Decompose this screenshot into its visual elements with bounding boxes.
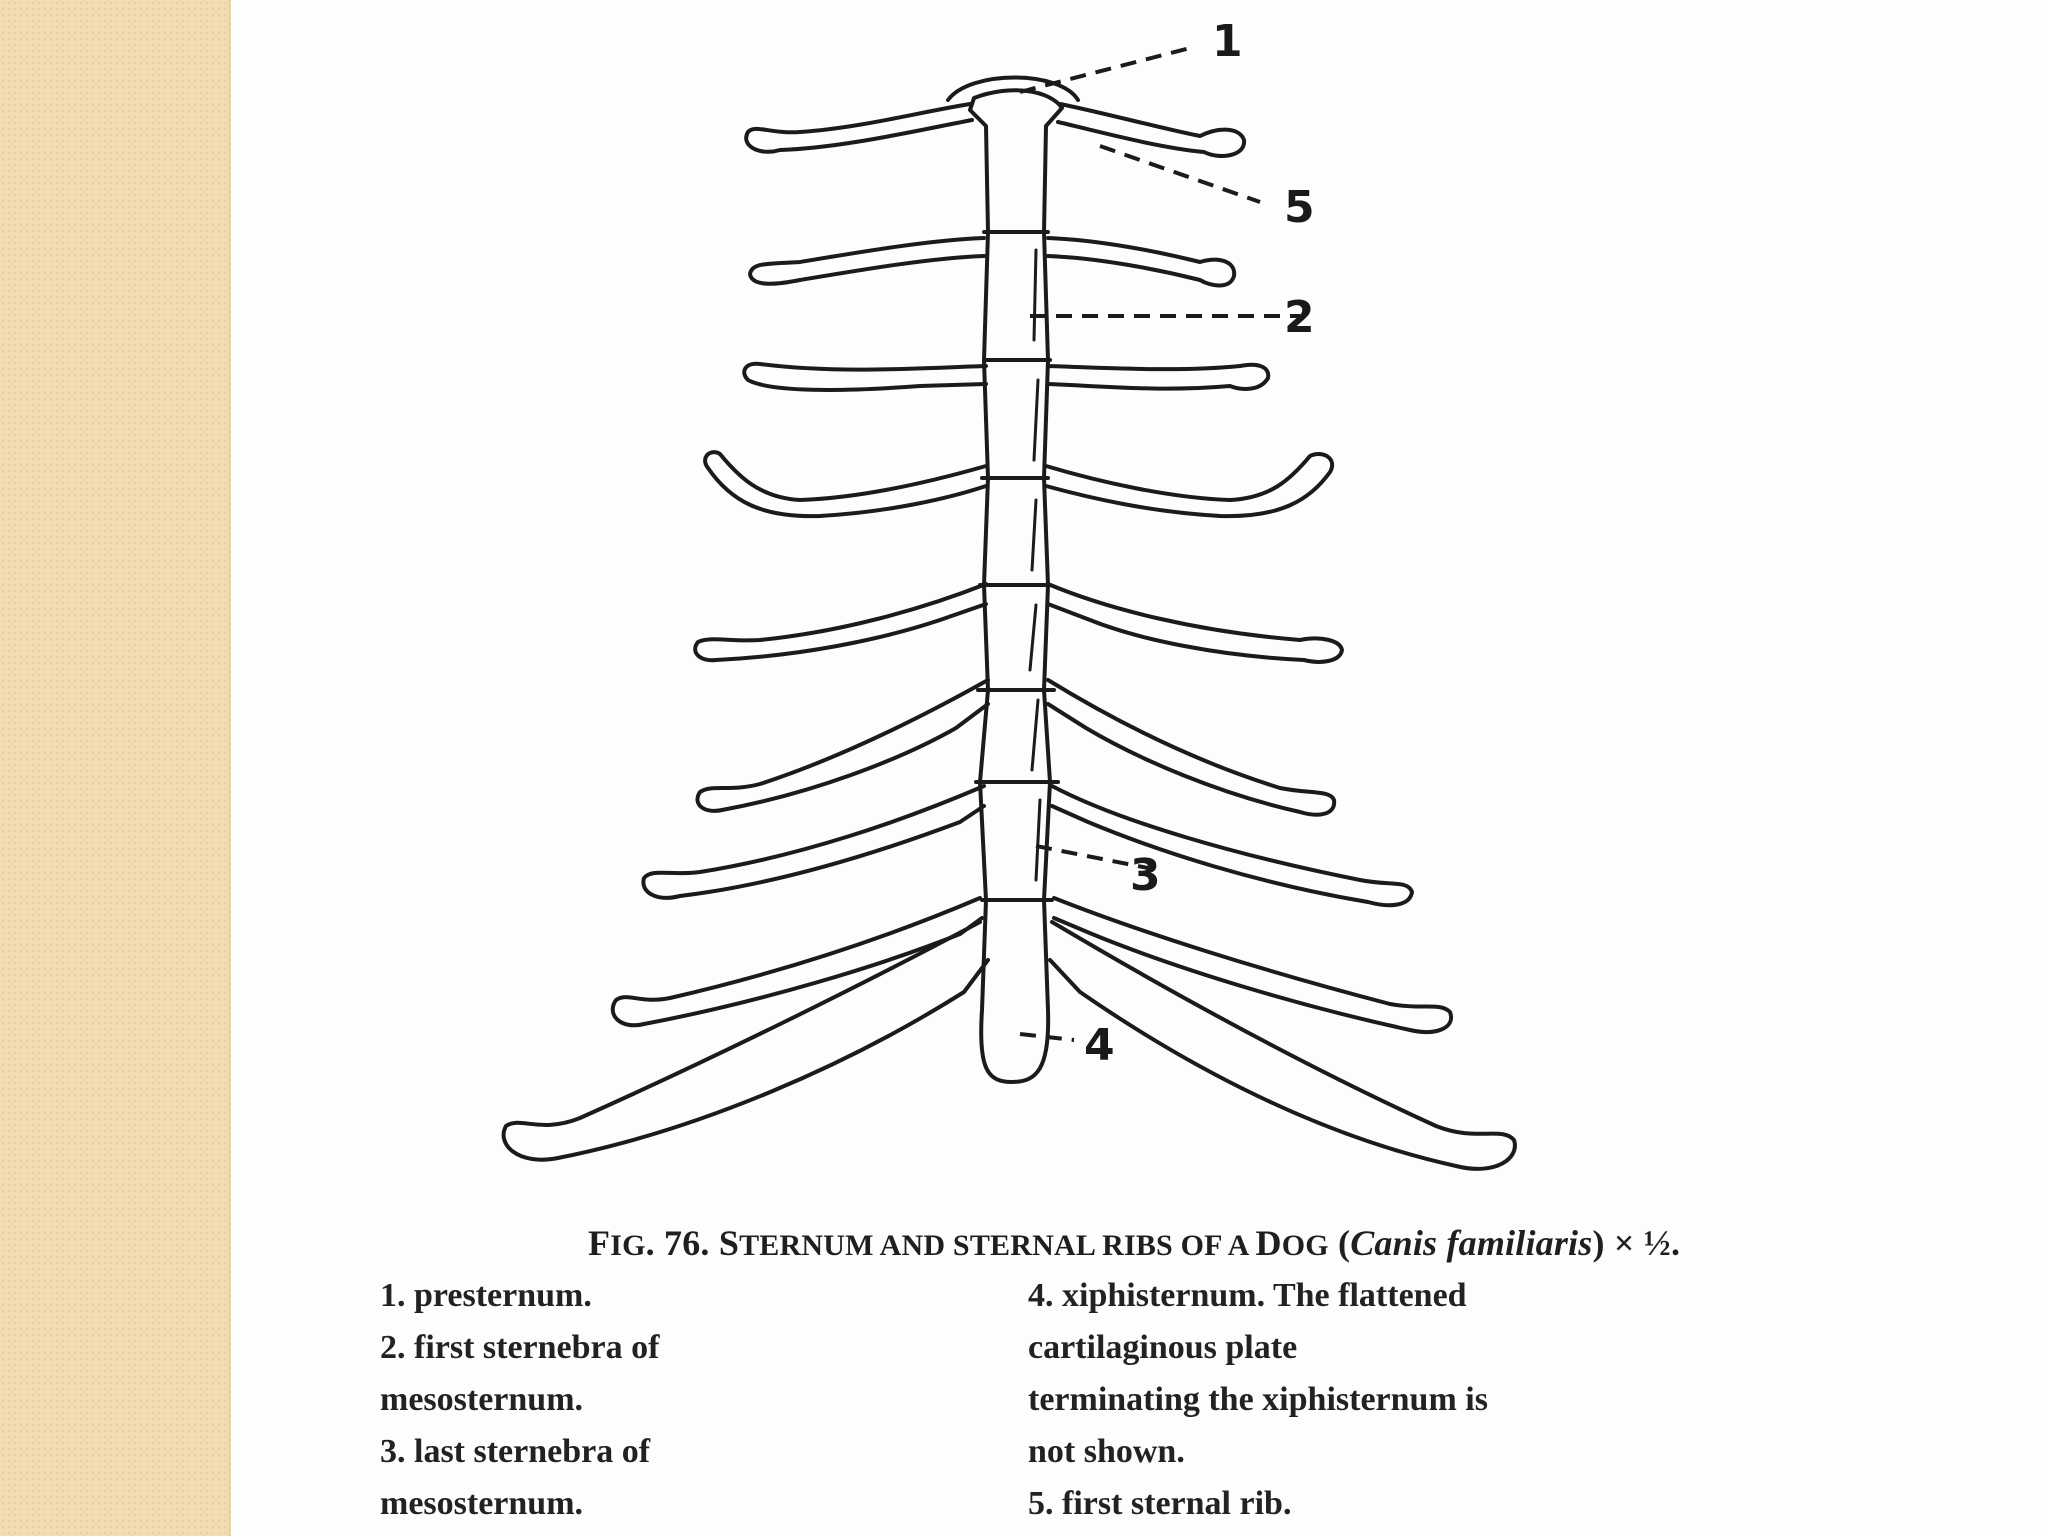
caption-fig-sc: IG bbox=[610, 1229, 645, 1262]
rib-left-5 bbox=[695, 584, 986, 660]
bone-shading bbox=[1034, 380, 1038, 460]
rib-right-5 bbox=[1048, 584, 1342, 662]
rib-left-3 bbox=[744, 364, 986, 390]
rib-left-7 bbox=[643, 786, 984, 898]
rib-left-9 bbox=[504, 922, 988, 1160]
figure-caption: FIG. 76. STERNUM AND STERNAL RIBS OF A D… bbox=[588, 1222, 1680, 1264]
callout-label-2: 2 bbox=[1284, 296, 1315, 340]
rib-left-8 bbox=[613, 898, 982, 1025]
caption-fig: F bbox=[588, 1223, 610, 1263]
caption-number: . 76. bbox=[646, 1223, 719, 1263]
caption-species-open: ( bbox=[1329, 1223, 1350, 1263]
legend-item: mesosternum. bbox=[380, 1374, 659, 1426]
bone-shading bbox=[1030, 605, 1036, 670]
legend-left: 1. presternum. 2. first sternebra of mes… bbox=[380, 1270, 659, 1530]
caption-title-og: OG bbox=[1282, 1229, 1329, 1262]
legend-right: 4. xiphisternum. The flattened cartilagi… bbox=[1028, 1270, 1488, 1530]
legend-item: mesosternum. bbox=[380, 1478, 659, 1530]
legend-item: 3. last sternebra of bbox=[380, 1426, 659, 1478]
legend-item: 4. xiphisternum. The flattened bbox=[1028, 1270, 1488, 1322]
caption-title-sc: TERNUM AND STERNAL RIBS OF A bbox=[739, 1229, 1255, 1262]
rib-left-6 bbox=[697, 680, 988, 811]
bone-shading bbox=[1034, 250, 1036, 340]
bone-shading bbox=[1032, 700, 1038, 770]
rib-left-4 bbox=[705, 452, 986, 516]
caption-species-close: ) × ½. bbox=[1592, 1223, 1680, 1263]
bone-shading bbox=[1036, 800, 1040, 880]
caption-species: Canis familiaris bbox=[1350, 1223, 1592, 1263]
caption-title-s: S bbox=[719, 1223, 739, 1263]
caption-title-d: D bbox=[1256, 1223, 1282, 1263]
legend-item: cartilaginous plate bbox=[1028, 1322, 1488, 1374]
rib-right-1 bbox=[1058, 104, 1244, 156]
rib-right-8 bbox=[1054, 898, 1451, 1032]
rib-left-2 bbox=[750, 238, 984, 284]
rib-right-4 bbox=[1046, 454, 1332, 516]
rib-right-9 bbox=[1050, 922, 1515, 1169]
bone-shading bbox=[1032, 500, 1036, 570]
callout-label-1: 1 bbox=[1212, 20, 1243, 64]
rib-left-1 bbox=[746, 104, 972, 152]
sternum-illustration bbox=[240, 0, 2048, 1210]
legend-item: 5. first sternal rib. bbox=[1028, 1478, 1488, 1530]
legend-item: terminating the xiphisternum is bbox=[1028, 1374, 1488, 1426]
rib-right-7 bbox=[1052, 786, 1412, 905]
callout-label-4: 4 bbox=[1084, 1024, 1115, 1068]
rib-right-6 bbox=[1048, 680, 1334, 815]
decorative-sidebar bbox=[0, 0, 228, 1536]
rib-right-2 bbox=[1048, 238, 1234, 286]
callout-label-3: 3 bbox=[1130, 854, 1161, 898]
sidebar-divider bbox=[228, 0, 231, 1536]
leader-line-1 bbox=[1020, 48, 1190, 92]
rib-right-3 bbox=[1048, 365, 1268, 389]
callout-label-5: 5 bbox=[1284, 186, 1315, 230]
legend-item: 1. presternum. bbox=[380, 1270, 659, 1322]
legend-item: 2. first sternebra of bbox=[380, 1322, 659, 1374]
legend-item: not shown. bbox=[1028, 1426, 1488, 1478]
